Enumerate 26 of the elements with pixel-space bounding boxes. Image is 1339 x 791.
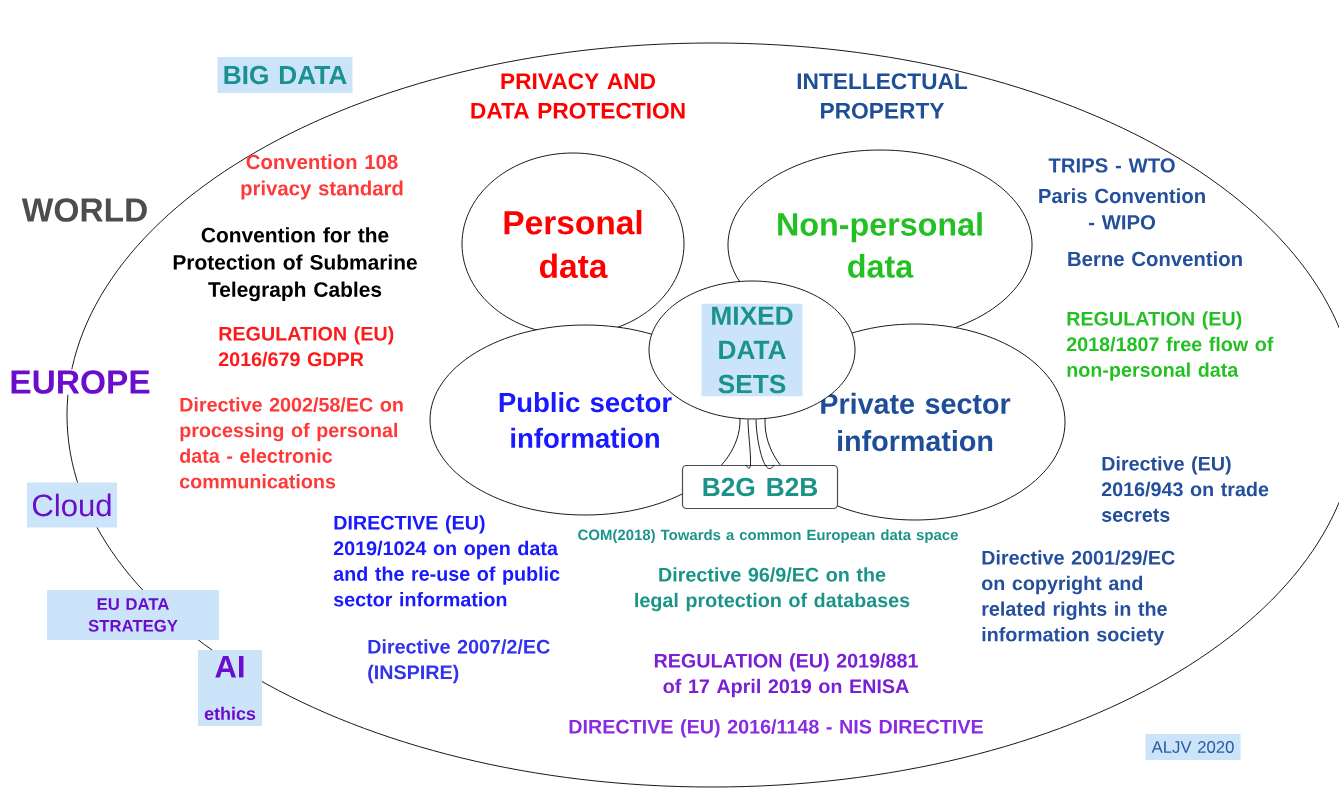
connector-line [745, 419, 751, 469]
connector-line [755, 419, 775, 470]
region-label: EUROPE [8, 369, 152, 395]
legal-text: Directive 2001/29/EC on copyright and related rights in the information society [982, 550, 1175, 646]
legal-text: REGULATION (EU) 2018/1807 free flow of non-personal data [1066, 311, 1274, 381]
legal-text: DIRECTIVE (EU) 2016/1148 - NIS DIRECTIVE [569, 719, 983, 738]
legal-text: Directive 96/9/EC on the legal protection of databases [635, 567, 910, 612]
legal-text: Convention for the Protection of Submarine Telegraph Cables [173, 227, 417, 302]
highlighted-label: Cloud [27, 482, 117, 528]
legal-text: Convention 108 privacy standard [241, 154, 403, 200]
category-heading: PRIVACY AND DATA PROTECTION [471, 73, 685, 119]
category-heading: INTELLECTUAL PROPERTY [797, 73, 968, 119]
region-label: WORLD [20, 197, 150, 223]
highlighted-label: ALJV 2020 [1145, 734, 1241, 760]
highlighted-label: AI ethics [198, 650, 262, 726]
legal-text: DIRECTIVE (EU) 2019/1024 on open data and the re-use of public sector information [333, 515, 560, 607]
legal-text: REGULATION (EU) 2016/679 GDPR [218, 326, 394, 367]
rounded-box: B2G B2B [681, 464, 839, 510]
legal-text: COM(2018) Towards a common European data space [578, 529, 958, 544]
legal-text: REGULATION (EU) 2019/881 of 17 April 2019 on ENISA [654, 653, 918, 698]
legal-text: Directive 2007/2/EC (INSPIRE) [368, 639, 550, 684]
legal-text: Berne Convention [1068, 251, 1242, 267]
highlighted-label: BIG DATA [217, 57, 353, 93]
legal-text: Directive 2002/58/EC on processing of personal data - electronic communications [179, 397, 403, 489]
legal-text: Directive (EU) 2016/943 on trade secrets [1101, 456, 1269, 522]
highlighted-label: EU DATA STRATEGY [47, 590, 219, 640]
